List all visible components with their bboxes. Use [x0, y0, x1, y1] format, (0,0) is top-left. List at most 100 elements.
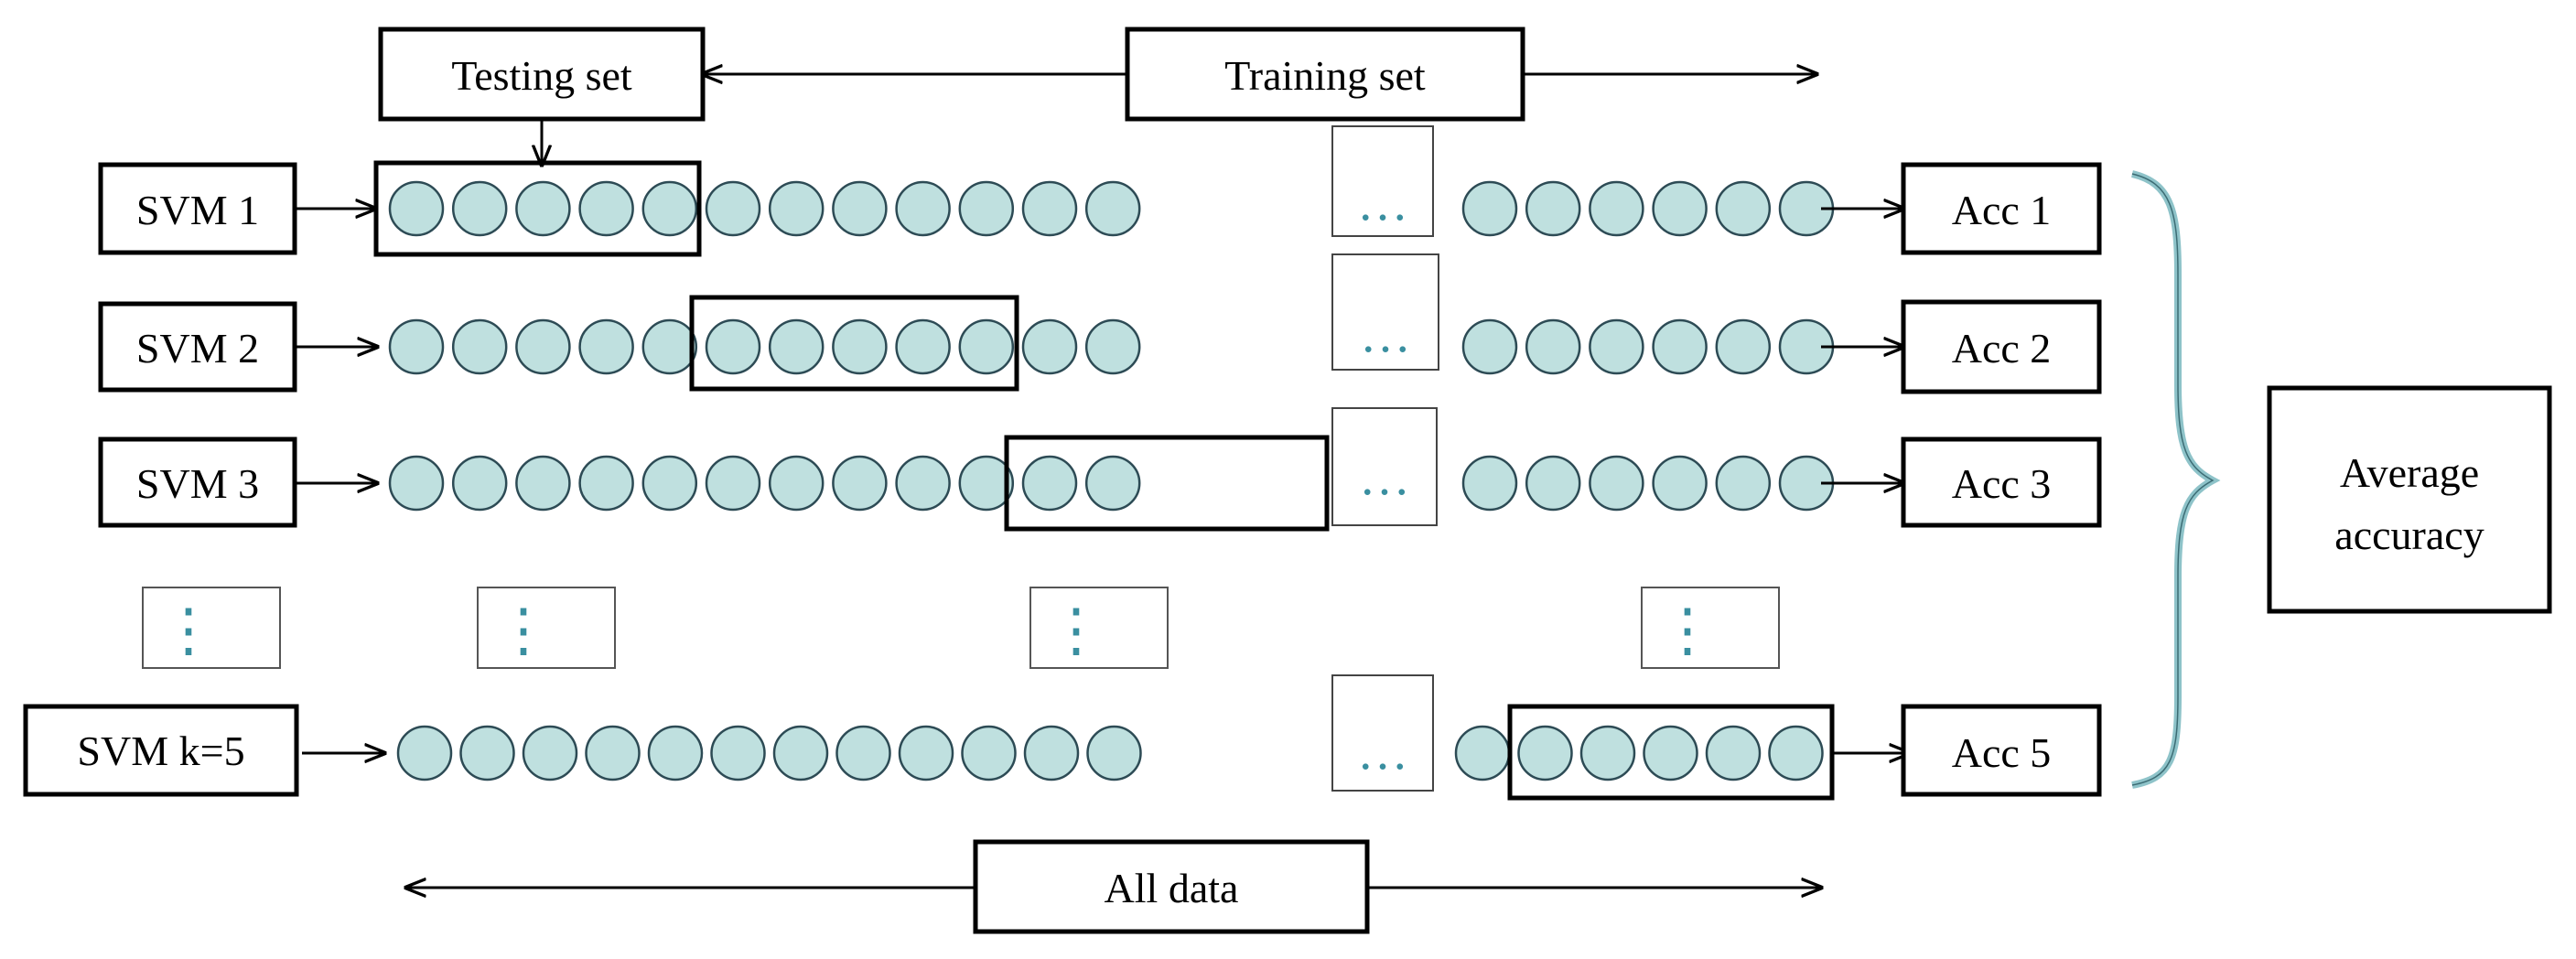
vdots-box [477, 587, 616, 669]
data-point [1084, 180, 1141, 237]
curly-brace-outline [2131, 173, 2215, 786]
data-point [1705, 725, 1762, 781]
vdots-text: ⋮ [1047, 598, 1105, 663]
data-point [832, 455, 888, 512]
vdots-text: ⋮ [1658, 598, 1717, 663]
row-svm-3: SVM 3 … Acc 3 [98, 407, 2102, 532]
all-data-box: All data [973, 839, 1370, 934]
data-point [459, 725, 515, 781]
test-fold-box [373, 160, 702, 257]
training-set-box: Training set [1125, 27, 1525, 122]
data-point [1652, 455, 1708, 512]
data-point [1023, 725, 1080, 781]
ellipsis-box [1331, 253, 1439, 371]
data-point [895, 318, 951, 375]
data-point [641, 180, 698, 237]
vdots-text: ⋮ [159, 598, 218, 663]
data-point [1768, 725, 1824, 781]
data-point [578, 180, 634, 237]
data-point [1525, 318, 1581, 375]
row-5-data-points [396, 725, 1824, 781]
data-point [705, 455, 761, 512]
data-point [895, 455, 951, 512]
training-set-label: Training set [1224, 52, 1426, 99]
data-point [1579, 725, 1636, 781]
data-point [388, 455, 445, 512]
data-point [705, 318, 761, 375]
ellipsis-box [1331, 407, 1438, 526]
data-point [768, 180, 825, 237]
data-point [1461, 318, 1518, 375]
all-data-label: All data [1105, 865, 1239, 911]
svm-3-label: SVM 3 [136, 460, 259, 507]
row-svm-2: SVM 2 … Acc 2 [98, 253, 2102, 394]
data-point [1589, 318, 1644, 375]
vdots-text: ⋮ [494, 598, 553, 663]
ellipsis-text: … [1360, 307, 1411, 363]
average-accuracy-box: Average accuracy [2267, 385, 2552, 614]
test-fold-box [1004, 435, 1330, 532]
row-3-data-points [388, 455, 1835, 512]
vertical-ellipsis-row: ⋮ ⋮ ⋮ ⋮ [142, 587, 1780, 669]
data-point [451, 455, 508, 512]
data-point [1715, 318, 1772, 375]
data-point [832, 180, 888, 237]
data-point [958, 180, 1015, 237]
data-point [388, 180, 445, 237]
data-point [1589, 180, 1644, 237]
testing-set-label: Testing set [451, 52, 632, 99]
data-point [1021, 318, 1078, 375]
data-point [388, 318, 445, 375]
data-point [835, 725, 891, 781]
data-point [1021, 180, 1078, 237]
acc-1-label: Acc 1 [1952, 187, 2052, 233]
data-point [961, 725, 1017, 781]
data-point [898, 725, 954, 781]
data-point [958, 455, 1015, 512]
data-point [1715, 180, 1772, 237]
acc-5-label: Acc 5 [1952, 729, 2052, 776]
data-point [1715, 455, 1772, 512]
ellipsis-text: … [1359, 449, 1410, 506]
row-1-data-points [388, 180, 1835, 237]
svm-k5-label: SVM k=5 [77, 727, 244, 774]
data-point [895, 180, 951, 237]
data-point [832, 318, 888, 375]
data-point [1517, 725, 1573, 781]
data-point [1525, 455, 1581, 512]
data-point [1461, 455, 1518, 512]
ellipsis-box [1331, 125, 1434, 237]
data-point [578, 318, 634, 375]
data-point [958, 318, 1015, 375]
ellipsis-text: … [1357, 724, 1408, 781]
data-point [647, 725, 704, 781]
data-point [1643, 725, 1698, 781]
vdots-box [1029, 587, 1169, 669]
data-point [1021, 455, 1078, 512]
data-point [585, 725, 641, 781]
data-point [451, 180, 508, 237]
ellipsis-text: … [1357, 175, 1408, 232]
data-point [710, 725, 766, 781]
curly-brace [2130, 170, 2221, 789]
acc-3-label: Acc 3 [1952, 460, 2052, 507]
vdots-box [142, 587, 281, 669]
svm-2-label: SVM 2 [136, 325, 259, 372]
row-svm-k5: SVM k=5 … Acc 5 [23, 674, 2102, 801]
data-point [1589, 455, 1644, 512]
data-point [1454, 725, 1511, 781]
data-point [578, 455, 634, 512]
acc-2-label: Acc 2 [1952, 325, 2052, 372]
data-point [1652, 180, 1708, 237]
data-point [1461, 180, 1518, 237]
testing-set-box: Testing set [378, 27, 706, 122]
data-point [768, 455, 825, 512]
vdots-box [1641, 587, 1780, 669]
data-point [1652, 318, 1708, 375]
data-point [772, 725, 829, 781]
data-point [768, 318, 825, 375]
data-point [641, 318, 698, 375]
data-point [451, 318, 508, 375]
data-point [515, 318, 571, 375]
